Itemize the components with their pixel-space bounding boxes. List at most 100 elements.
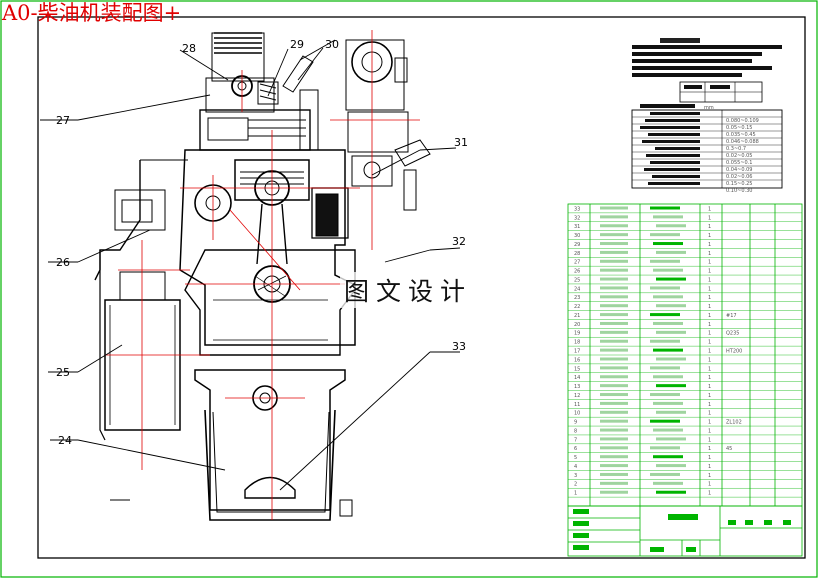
- callout-26: 26: [56, 256, 70, 269]
- parts-row-code: [600, 401, 628, 405]
- parts-row-number: 23: [574, 295, 580, 301]
- engine-section: [94, 32, 431, 521]
- title-block-name: [668, 514, 698, 520]
- parts-row-number: 21: [574, 313, 580, 319]
- parts-row-material: 45: [726, 446, 732, 452]
- parts-row-code: [600, 419, 628, 423]
- parts-row-number: 25: [574, 277, 580, 283]
- parts-row-qty: 1: [708, 393, 711, 399]
- callout-24: 24: [58, 434, 72, 447]
- parts-row-qty: 1: [708, 375, 711, 381]
- parts-row-material: HT200: [726, 349, 742, 355]
- parts-row-number: 19: [574, 331, 580, 337]
- callout-labels: 24 25 26 27 28 29 30 31 32 33: [56, 38, 468, 447]
- parts-row-name: [653, 295, 683, 299]
- parts-row-name: [650, 339, 680, 343]
- parts-row-qty: 1: [708, 251, 711, 257]
- callout-29: 29: [290, 38, 304, 51]
- parts-row-qty: 1: [708, 206, 711, 212]
- parts-row-qty: 1: [708, 420, 711, 426]
- parts-row-name: [653, 481, 683, 485]
- parts-row-name: [650, 259, 680, 263]
- parts-row-qty: 1: [708, 269, 711, 275]
- parts-row-number: 11: [574, 402, 580, 408]
- parts-row-qty: 1: [708, 482, 711, 488]
- drawing-title: A0-柴油机装配图+: [2, 1, 182, 25]
- centerlines: [105, 30, 420, 520]
- parts-row-qty: 1: [708, 349, 711, 355]
- parts-row-code: [600, 410, 628, 414]
- parts-row-number: 8: [574, 428, 577, 434]
- parts-row-name: [656, 304, 686, 308]
- tech-requirements: mm: [632, 38, 782, 111]
- parts-row-code: [600, 393, 628, 397]
- parts-row-name: [650, 446, 680, 450]
- tol-value-4: 0.046~0.088: [726, 139, 759, 145]
- parts-row-qty: 1: [708, 366, 711, 372]
- parts-row-name: [653, 321, 683, 325]
- callout-28: 28: [182, 42, 196, 55]
- parts-row-code: [600, 330, 628, 334]
- parts-row-code: [600, 242, 628, 246]
- callout-31: 31: [454, 136, 468, 149]
- parts-row-name: [650, 286, 680, 290]
- parts-row-number: 30: [574, 233, 580, 239]
- parts-row-qty: 1: [708, 357, 711, 363]
- parts-row-code: [600, 366, 628, 370]
- parts-row-code: [600, 268, 628, 272]
- parts-row-name: [656, 357, 686, 361]
- parts-row-code: [600, 250, 628, 254]
- parts-row-qty: 1: [708, 295, 711, 301]
- parts-row-qty: 1: [708, 331, 711, 337]
- parts-row-name: [656, 224, 686, 228]
- parts-row-name: [653, 455, 683, 459]
- parts-row-name: [650, 233, 680, 237]
- parts-row-number: 18: [574, 340, 580, 346]
- tol-value-1: 0.080~0.109: [726, 118, 759, 124]
- tolerance-table: 0.080~0.109 0.05~0.15 0.035~0.45 0.046~0…: [631, 109, 783, 194]
- parts-row-qty: 1: [708, 286, 711, 292]
- parts-row-name: [656, 464, 686, 468]
- parts-row-qty: 1: [708, 242, 711, 248]
- parts-row-qty: 1: [708, 473, 711, 479]
- parts-row-qty: 1: [708, 428, 711, 434]
- parts-row-name: [653, 268, 683, 272]
- tol-value-2: 0.05~0.15: [726, 125, 752, 131]
- parts-row-number: 15: [574, 366, 580, 372]
- parts-row-number: 5: [574, 455, 577, 461]
- tol-value-3: 0.035~0.45: [726, 132, 756, 138]
- tol-value-7: 0.055~0.1: [726, 160, 752, 166]
- parts-row-qty: 1: [708, 437, 711, 443]
- parts-row-number: 26: [574, 269, 580, 275]
- parts-row-code: [600, 206, 628, 210]
- title-block: [567, 505, 803, 557]
- parts-row-name: [650, 419, 680, 423]
- parts-row-qty: 1: [708, 464, 711, 470]
- parts-row-name: [656, 490, 686, 494]
- parts-row-code: [600, 348, 628, 352]
- parts-row-name: [656, 384, 686, 388]
- parts-row-code: [600, 277, 628, 281]
- parts-row-name: [653, 215, 683, 219]
- parts-row-qty: 1: [708, 215, 711, 221]
- parts-row-number: 9: [574, 420, 577, 426]
- parts-row-name: [653, 375, 683, 379]
- parts-row-number: 20: [574, 322, 580, 328]
- parts-row-name: [656, 250, 686, 254]
- parts-row-qty: 1: [708, 224, 711, 230]
- parts-row-name: [653, 428, 683, 432]
- parts-row-qty: 1: [708, 491, 711, 497]
- parts-row-name: [656, 437, 686, 441]
- parts-row-qty: 1: [708, 455, 711, 461]
- parts-row-qty: 1: [708, 411, 711, 417]
- parts-row-code: [600, 339, 628, 343]
- parts-row-number: 33: [574, 206, 580, 212]
- parts-row-qty: 1: [708, 340, 711, 346]
- parts-row-code: [600, 446, 628, 450]
- parts-row-name: [650, 206, 680, 210]
- watermark-text: 图文设计: [340, 272, 477, 308]
- parts-row-name: [653, 242, 683, 246]
